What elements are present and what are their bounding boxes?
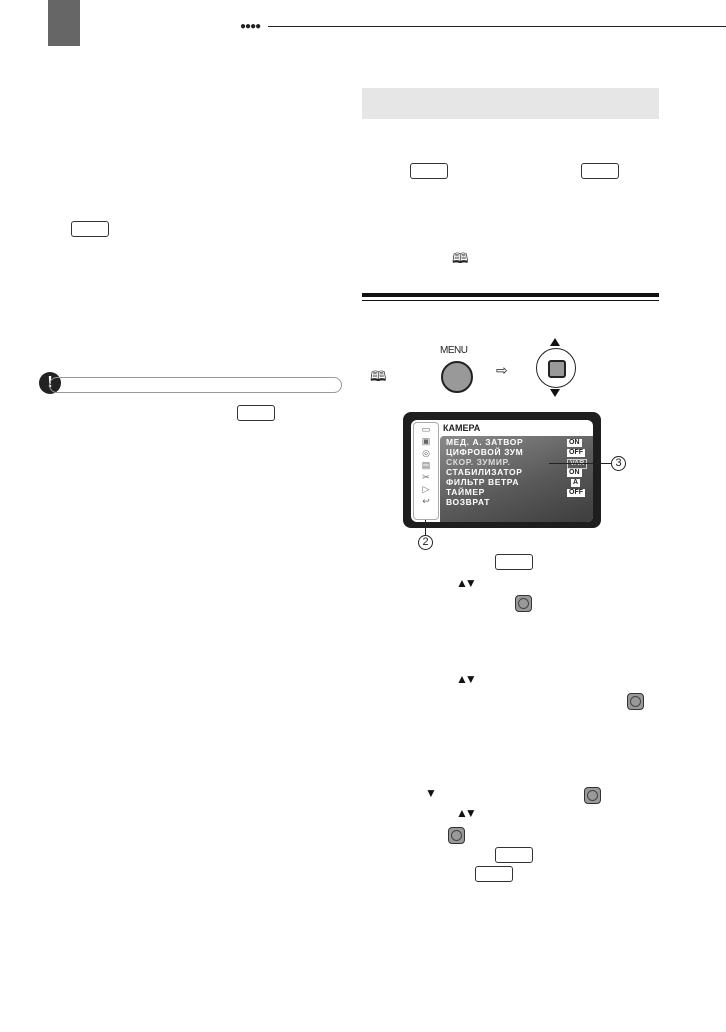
callout-line-2	[425, 520, 426, 536]
menu-row-label-selected: СКОР. ЗУМИР.	[446, 457, 511, 467]
down-arrow-icon	[550, 389, 560, 397]
menu-row-label: СТАБИЛИЗАТОР	[446, 467, 523, 477]
key-button-box	[581, 163, 619, 179]
playback-icon: ▷	[422, 484, 430, 494]
menu-row-value: ON	[567, 439, 582, 447]
callout-line-3	[549, 463, 611, 464]
menu-button-icon	[441, 361, 473, 393]
menu-row-value: A	[571, 479, 581, 487]
up-down-arrows-icon: ▲▼	[456, 672, 477, 686]
key-button-box	[410, 163, 448, 179]
key-button-box	[237, 405, 275, 421]
up-arrow-icon	[550, 338, 560, 346]
header-rule	[268, 26, 726, 27]
menu-row-label: ВОЗВРАТ	[446, 497, 491, 507]
menu-row-value: OFF	[567, 449, 585, 457]
set-button-icon	[448, 827, 465, 844]
section-header-bar	[362, 88, 659, 119]
menu-row-value-selected: VAR	[567, 459, 588, 469]
return-icon: ↩	[422, 496, 430, 506]
book-icon: 🕮	[452, 250, 469, 266]
tools-icon: ✂	[422, 472, 430, 482]
chapter-tab	[48, 0, 80, 46]
header-dots: ●●●●	[240, 21, 261, 32]
menu-list: МЕД. А. ЗАТВОР ON ЦИФРОВОЙ ЗУМ OFF СКОР.…	[440, 436, 593, 522]
down-arrow-icon: ▼	[425, 786, 437, 800]
callout-3: 3	[611, 456, 626, 471]
menu-row-label: ФИЛЬТР ВЕТРА	[446, 477, 520, 487]
section-rule-thin	[362, 300, 659, 301]
menu-row-value: ON	[567, 469, 582, 477]
key-button-box	[495, 554, 533, 570]
camera-icon: ▭	[421, 424, 431, 434]
menu-screen: ▭ ▣ ◎ ▤ ✂ ▷ ↩ КАМЕРА МЕД. А. ЗАТВОР ON Ц…	[403, 412, 601, 528]
photo-icon: ▣	[421, 436, 431, 446]
set-button-icon	[515, 595, 532, 612]
card-icon: ▤	[421, 460, 431, 470]
menu-icon-column: ▭ ▣ ◎ ▤ ✂ ▷ ↩	[413, 422, 439, 520]
section-rule	[362, 293, 659, 297]
up-down-arrows-icon: ▲▼	[456, 576, 477, 590]
disc-icon: ◎	[422, 448, 430, 458]
arrow-right-icon: ⇨	[496, 362, 508, 378]
up-down-arrows-icon: ▲▼	[456, 806, 477, 820]
key-button-box	[475, 866, 513, 882]
key-button-box	[71, 221, 109, 237]
menu-row-label: МЕД. А. ЗАТВОР	[446, 437, 524, 447]
set-button-icon	[627, 693, 644, 710]
menu-row-label: ЦИФРОВОЙ ЗУМ	[446, 447, 524, 457]
menu-row-value: OFF	[567, 489, 585, 497]
set-button-icon	[584, 787, 601, 804]
screen-title: КАМЕРА	[443, 423, 481, 433]
callout-2: 2	[418, 535, 433, 550]
book-icon: 🕮	[370, 368, 387, 384]
menu-button-label: MENU	[440, 345, 468, 356]
caution-bar	[49, 377, 342, 393]
menu-row-label: ТАЙМЕР	[446, 487, 485, 497]
key-button-box	[495, 847, 533, 863]
joystick-icon	[536, 348, 576, 388]
